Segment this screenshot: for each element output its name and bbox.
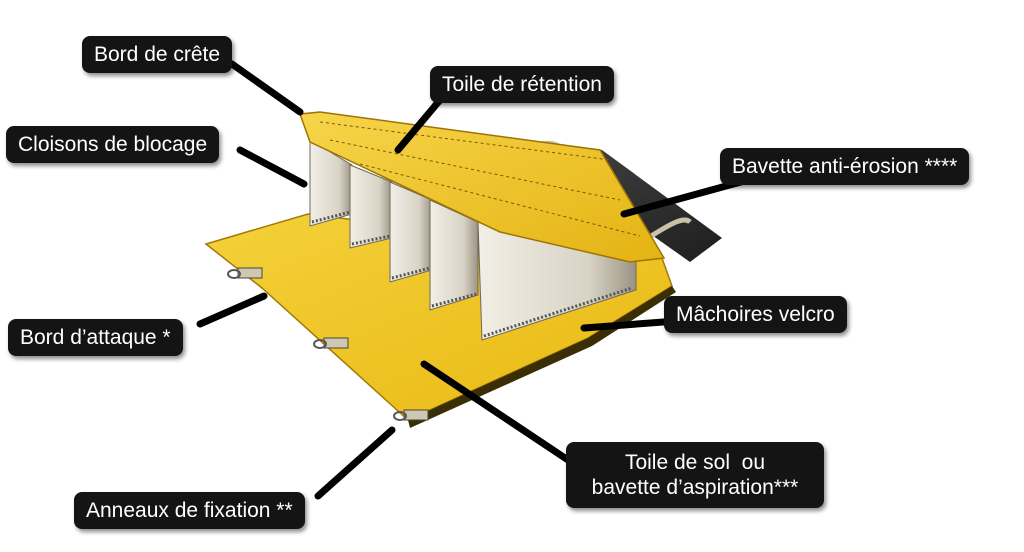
leader-bord-attaque — [196, 292, 268, 328]
leader-bord-de-crete — [228, 60, 304, 116]
leader-bavette — [620, 176, 752, 218]
leader-toile-de-sol — [420, 360, 584, 472]
leader-anneaux — [314, 426, 396, 500]
label-machoires-velcro: Mâchoires velcro — [664, 296, 847, 333]
label-bavette-anti-erosion: Bavette anti-érosion **** — [720, 148, 970, 185]
label-toile-de-retention: Toile de rétention — [430, 66, 614, 103]
leader-toile-de-retention — [394, 96, 444, 154]
leader-lines — [196, 60, 752, 500]
label-bord-d-attaque: Bord d’attaque * — [8, 319, 183, 356]
label-toile-de-sol: Toile de sol ou bavette d’aspiration*** — [566, 442, 824, 508]
label-toile-de-sol-line2: bavette d’aspiration*** — [591, 476, 799, 499]
label-toile-de-sol-line1: Toile de sol ou — [624, 451, 766, 474]
anneaux-shape — [227, 267, 429, 421]
label-cloisons-de-blocage: Cloisons de blocage — [6, 126, 220, 163]
label-bord-de-crete: Bord de crête — [82, 36, 233, 73]
leader-cloisons — [236, 146, 308, 188]
label-anneaux-de-fixation: Anneaux de fixation ** — [74, 492, 305, 529]
toile-de-retention-shape — [298, 111, 666, 263]
